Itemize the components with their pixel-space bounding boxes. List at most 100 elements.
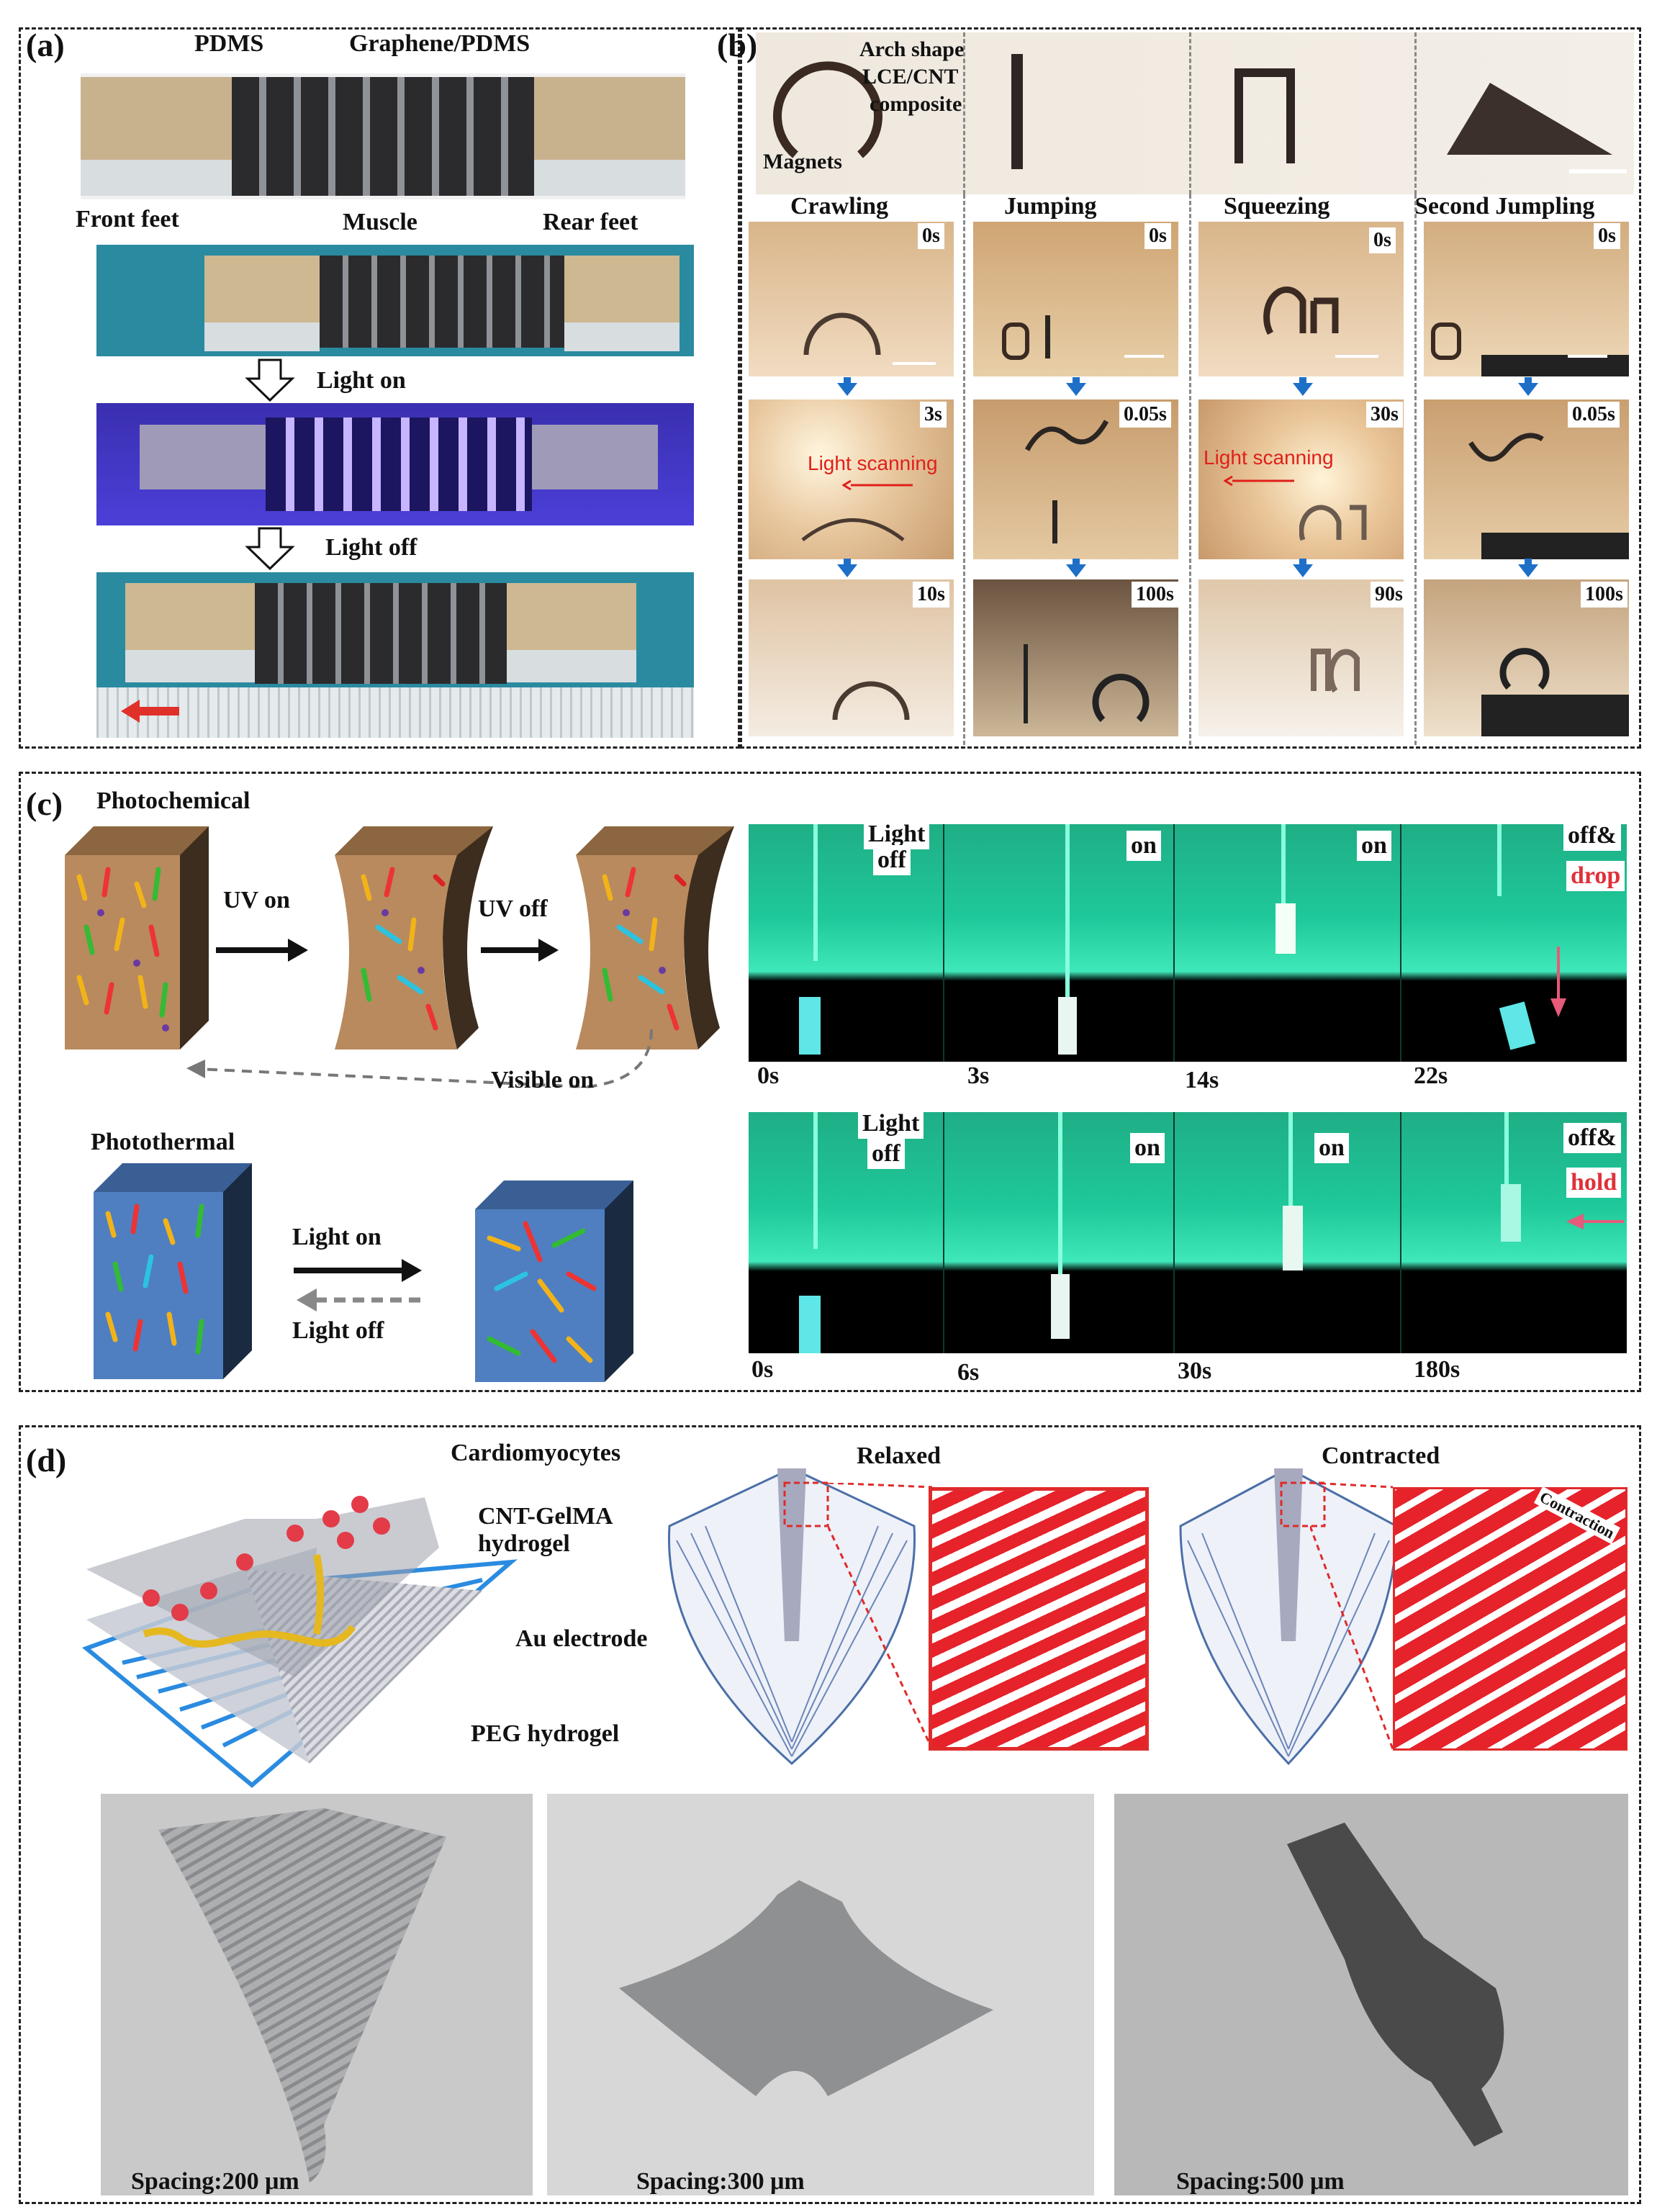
light-on-label: Light on: [292, 1224, 381, 1250]
rear-feet-label: Rear feet: [543, 209, 638, 235]
cardiomyocytes-label: Cardiomyocytes: [451, 1440, 621, 1466]
photochemical-block-initial: [65, 826, 209, 1049]
separator: [963, 194, 965, 745]
light-off-tag: off: [867, 1139, 905, 1169]
arrow-down-icon: [1066, 383, 1086, 396]
spacing-500-photo: [1114, 1794, 1628, 2195]
squeezing-title: Squeezing: [1224, 193, 1330, 220]
robot-photo-initial: [96, 245, 694, 356]
panel-a-label: (a): [26, 27, 65, 63]
time-stamp: 90s: [1371, 582, 1407, 608]
cnt-gelma-label: CNT-GelMA: [478, 1503, 613, 1530]
photochemical-block-held: [576, 826, 734, 1049]
arrow-right-icon: [481, 939, 559, 962]
muscle-label: Muscle: [343, 209, 417, 235]
contracted-device-diagram: [1179, 1468, 1398, 1766]
time-label: 0s: [751, 1356, 774, 1383]
gripper-row-drop: [749, 824, 1627, 1062]
photothermal-block-initial: [94, 1163, 252, 1379]
composite-label: composite: [870, 92, 962, 116]
light-scanning-label: Light scanning: [808, 452, 938, 474]
drop-tag: drop: [1566, 861, 1625, 891]
au-electrode-label: Au electrode: [515, 1625, 648, 1652]
scan-left-arrow-icon: [1224, 475, 1294, 487]
time-label: 30s: [1178, 1358, 1212, 1384]
uv-on-label: UV on: [223, 887, 290, 913]
panel-c: [19, 772, 1641, 1392]
panel-b-label: (b): [717, 27, 758, 63]
squeezing-frame-2: [1198, 579, 1404, 736]
visible-on-label: Visible on: [491, 1067, 595, 1093]
panel-c-label: (c): [26, 785, 63, 822]
arrow-right-icon: [216, 939, 308, 962]
arrow-down-hollow-icon: [245, 527, 295, 570]
photothermal-block-heated: [475, 1181, 633, 1382]
spacing-300-label: Spacing:300 μm: [636, 2168, 805, 2195]
lce-cnt-label: LCE/CNT: [862, 65, 959, 89]
photothermal-label: Photothermal: [91, 1129, 235, 1155]
separator: [1189, 194, 1191, 745]
time-stamp: 0s: [1594, 223, 1620, 249]
photochemical-block-bent: [335, 826, 493, 1049]
relaxed-label: Relaxed: [857, 1443, 942, 1469]
time-stamp: 0s: [1369, 227, 1396, 253]
time-stamp: 0s: [918, 223, 944, 249]
time-label: 3s: [967, 1062, 990, 1089]
separator: [1414, 32, 1417, 194]
hold-tag: hold: [1566, 1168, 1622, 1198]
arrow-down-icon: [1293, 383, 1313, 396]
arrow-down-hollow-icon: [245, 358, 295, 402]
time-stamp: 0.05s: [1119, 402, 1171, 428]
time-label: 180s: [1414, 1356, 1460, 1383]
uv-off-label: UV off: [478, 895, 548, 922]
separator: [1189, 32, 1191, 194]
arch-shape-label: Arch shape: [859, 37, 965, 61]
on-tag: on: [1314, 1133, 1349, 1163]
relaxed-zoom-image: [929, 1487, 1149, 1751]
arrow-down-icon: [1518, 383, 1538, 396]
scan-left-arrow-icon: [842, 479, 913, 491]
peg-hydrogel-label: PEG hydrogel: [471, 1720, 620, 1747]
panel-d-label: (d): [26, 1442, 67, 1479]
graphene-pdms-label: Graphene/PDMS: [349, 30, 530, 57]
time-stamp: 10s: [913, 582, 949, 608]
arrow-down-icon: [1293, 564, 1313, 577]
robot-photo-light-off: [96, 572, 694, 738]
arrow-down-icon: [837, 383, 857, 396]
light-off-tag: Light: [858, 1109, 924, 1139]
layered-structure-diagram: [82, 1496, 518, 1788]
spacing-200-photo: [101, 1794, 533, 2195]
robot-photo-top: [81, 73, 685, 199]
arch-robot-photo: [756, 32, 1634, 194]
arrow-down-icon: [837, 564, 857, 577]
crawling-frame-1: [749, 399, 954, 559]
arrow-right-icon: [294, 1259, 422, 1282]
magnets-label: Magnets: [763, 150, 842, 173]
relaxed-device-diagram: [667, 1468, 916, 1766]
light-scanning-label: Light scanning: [1204, 446, 1334, 469]
panel-d: [19, 1425, 1641, 2204]
light-off-label: Light off: [292, 1317, 384, 1344]
jumping-title: Jumping: [1004, 193, 1097, 220]
panel-b: [740, 27, 1641, 749]
time-label: 22s: [1414, 1062, 1448, 1089]
time-stamp: 0s: [1144, 223, 1171, 249]
off-tag: off&: [1563, 1123, 1621, 1153]
on-tag: on: [1127, 831, 1161, 861]
light-off-label: Light off: [325, 534, 417, 561]
contracted-label: Contracted: [1322, 1443, 1440, 1469]
panel-a: [19, 27, 740, 749]
hold-arrow-icon: [1566, 1214, 1624, 1229]
jumping-frame-0: [973, 222, 1178, 376]
off-tag: off&: [1563, 821, 1621, 851]
time-label: 6s: [957, 1359, 980, 1386]
on-tag: on: [1130, 1133, 1165, 1163]
return-dashed-arrow-icon: [186, 1029, 653, 1089]
light-off-tag: off: [873, 845, 911, 875]
separator: [963, 32, 965, 194]
arrow-down-icon: [1066, 564, 1086, 577]
spacing-200-label: Spacing:200 μm: [131, 2168, 299, 2195]
hydrogel-label: hydrogel: [478, 1530, 570, 1557]
light-on-label: Light on: [317, 367, 406, 394]
contracted-zoom-lines: [1310, 1483, 1394, 1750]
